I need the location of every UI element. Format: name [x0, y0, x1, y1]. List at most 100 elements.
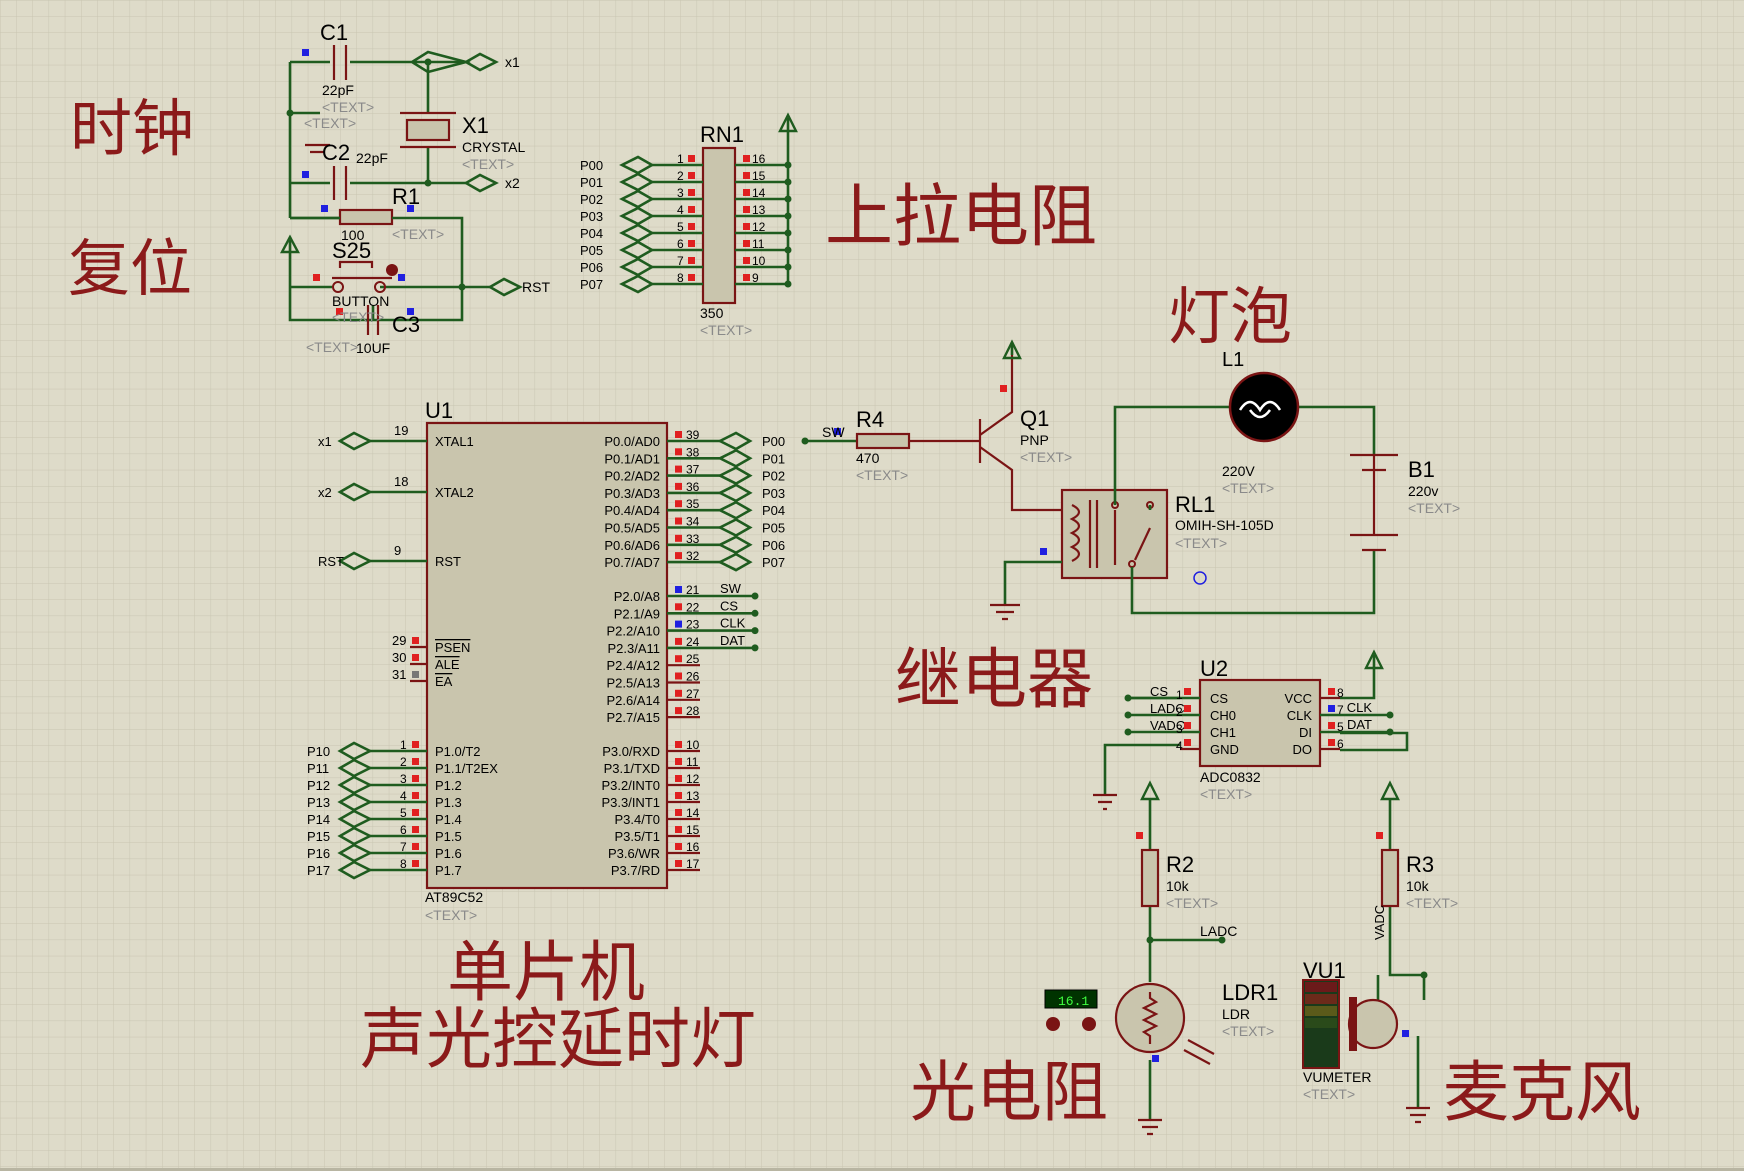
- ldr-meter-display: [1044, 989, 1098, 1009]
- net-terminal-p01[interactable]: [717, 448, 753, 468]
- junction-dot: [1124, 711, 1132, 719]
- net-terminal-x1[interactable]: [463, 52, 499, 72]
- u1-pin-name: P1.4: [435, 812, 462, 827]
- pin-marker: [412, 758, 419, 765]
- u1-net-label: P11: [307, 761, 329, 776]
- q1-value: PNP: [1020, 432, 1049, 448]
- b1-value: 220v: [1408, 483, 1438, 499]
- net-terminal-p03[interactable]: [619, 206, 655, 226]
- u1-pin-name: P2.3/A11: [607, 641, 660, 656]
- u2-pin-name: DI: [1299, 725, 1312, 740]
- button-actuator[interactable]: [386, 264, 398, 276]
- u1-pin-name: P1.3: [435, 795, 462, 810]
- vcc-arrow-icon: [1002, 339, 1022, 360]
- ground-icon: [1406, 1106, 1430, 1124]
- u1-pin-number: 35: [686, 497, 700, 511]
- u1-pin-number: 21: [686, 583, 700, 597]
- net-terminal-p11[interactable]: [337, 758, 373, 778]
- relay-driver-circuit[interactable]: [801, 339, 1399, 621]
- s25-text: <TEXT>: [332, 309, 384, 325]
- junction-dot: [1124, 694, 1132, 702]
- net-terminal-p02[interactable]: [717, 466, 753, 486]
- u1-pin-number: 18: [394, 474, 408, 489]
- net-terminal-p06[interactable]: [717, 535, 753, 555]
- net-terminal-p06[interactable]: [619, 257, 655, 277]
- pin-marker: [743, 257, 750, 264]
- u1-pin-number: 17: [686, 857, 700, 871]
- u1-pin-number: 24: [686, 635, 700, 649]
- u1-pin-number: 16: [686, 840, 700, 854]
- vcc-arrow-icon: [1364, 649, 1384, 670]
- rn1-pin-number: 11: [752, 237, 765, 251]
- pin-marker: [743, 155, 750, 162]
- u1-net-label: CLK: [720, 616, 746, 631]
- net-terminal-rst[interactable]: [487, 277, 523, 297]
- net-terminal-p12[interactable]: [337, 775, 373, 795]
- u1-pin-name: P3.2/INT0: [601, 778, 660, 793]
- net-terminal-p10[interactable]: [337, 741, 373, 761]
- r4-ref: R4: [856, 407, 884, 432]
- c3-value: 10UF: [356, 340, 390, 356]
- net-terminal-x1[interactable]: [337, 431, 373, 451]
- u2-pin-number: 3: [1176, 722, 1183, 736]
- microphone-circuit[interactable]: [1302, 780, 1430, 1124]
- u1-pin-number: 26: [686, 670, 700, 684]
- net-terminal-rst[interactable]: [337, 551, 373, 571]
- u1-pin-name: P1.6: [435, 846, 462, 861]
- pin-marker: [675, 620, 682, 628]
- net-terminal-p16[interactable]: [337, 843, 373, 863]
- net-terminal-p00[interactable]: [619, 155, 655, 175]
- pin-marker: [688, 189, 695, 196]
- u1-pin-number: 9: [394, 543, 401, 558]
- net-terminal-p01[interactable]: [619, 172, 655, 192]
- junction-dot: [784, 280, 792, 288]
- pin-marker: [675, 775, 682, 782]
- u1-pin-name: XTAL1: [435, 434, 474, 449]
- rl1-ref: RL1: [1175, 492, 1215, 517]
- net-terminal-p05[interactable]: [619, 240, 655, 260]
- pin-marker: [675, 431, 682, 438]
- u1-net-label: P12: [307, 778, 330, 793]
- u2-pin-number: 1: [1176, 688, 1183, 702]
- net-terminal-p02[interactable]: [619, 189, 655, 209]
- net-terminal-p17[interactable]: [337, 860, 373, 880]
- net-terminal-x2[interactable]: [463, 173, 499, 193]
- u1-pin-name: P0.4/AD4: [604, 503, 660, 518]
- u1-pin-name: ALE: [435, 657, 460, 672]
- u1-pin-name: XTAL2: [435, 485, 474, 500]
- rn1-ref: RN1: [700, 122, 744, 147]
- u1-net-label: P16: [307, 846, 330, 861]
- net-terminal-p00[interactable]: [717, 431, 753, 451]
- ldr-sensor-circuit[interactable]: [1044, 780, 1226, 1136]
- clock-circuit[interactable]: [286, 45, 499, 220]
- u1-pin-number: 4: [400, 789, 407, 803]
- section-title-reset: 复位: [68, 232, 192, 305]
- ground-icon: [990, 603, 1020, 621]
- u1-pin-number: 37: [686, 463, 700, 477]
- u1-pin-number: 25: [686, 652, 700, 666]
- u1-net-label: P14: [307, 812, 330, 827]
- net-terminal-p05[interactable]: [717, 518, 753, 537]
- net-terminal-p07[interactable]: [619, 274, 655, 294]
- net-terminal-p07[interactable]: [717, 552, 753, 572]
- net-terminal-p03[interactable]: [717, 483, 753, 503]
- ldr1-text: <TEXT>: [1222, 1023, 1274, 1039]
- net-terminal-p14[interactable]: [337, 809, 373, 829]
- r2-value: 10k: [1166, 878, 1190, 894]
- u2-text: <TEXT>: [1200, 786, 1252, 802]
- u1-pin-name: P1.5: [435, 829, 462, 844]
- rn1-pin-number: 9: [752, 271, 759, 285]
- net-terminal-p04[interactable]: [619, 223, 655, 243]
- u1-pin-name: P2.4/A12: [607, 658, 661, 673]
- net-terminal-p15[interactable]: [337, 826, 373, 846]
- net-terminal-p13[interactable]: [337, 792, 373, 812]
- net-terminal-x2[interactable]: [337, 482, 373, 502]
- net-terminal-p04[interactable]: [717, 500, 753, 520]
- reset-circuit[interactable]: [280, 205, 523, 335]
- rn1-pin-number: 15: [752, 169, 766, 183]
